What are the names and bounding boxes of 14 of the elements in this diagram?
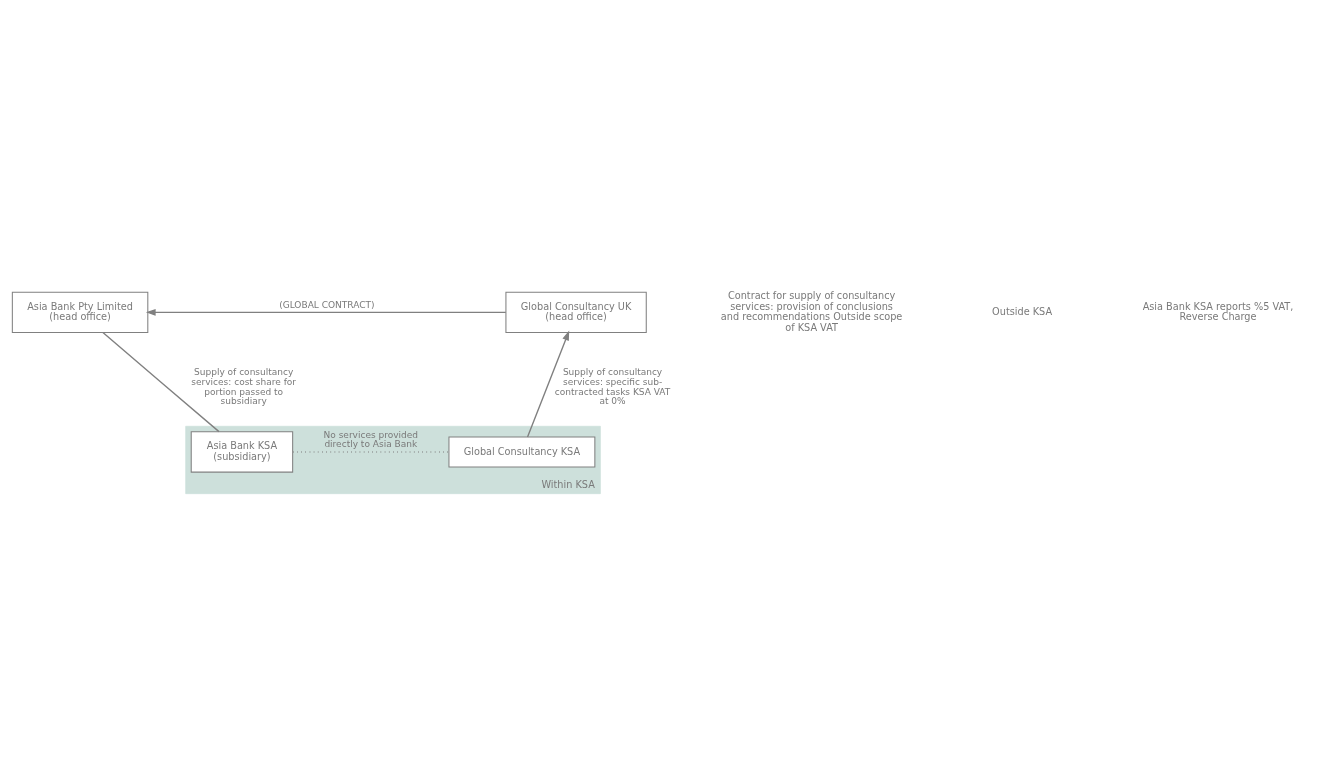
node-box: Asia Bank Pty Limited (head office) xyxy=(11,291,149,333)
node-box: Global Consultancy KSA xyxy=(448,436,596,468)
edge-label: Supply of consultancy services: specific sub-contracted tasks KSA VAT at 0% xyxy=(554,367,671,407)
edge-label: Supply of consultancy services: cost share for portion passed to subsidiary xyxy=(191,367,297,407)
arrow xyxy=(145,308,507,316)
edge-label: No services provided directly to Asia Bank xyxy=(323,429,419,450)
node-box: Global Consultancy UK (head office) xyxy=(505,291,647,333)
label: Contract for supply of consultancy services: provision of conclusions and recommendations Outside scope of KSA VAT xyxy=(720,290,903,333)
edge-label: (GLOBAL CONTRACT) xyxy=(279,299,375,310)
label: Outside KSA xyxy=(992,305,1053,317)
connector xyxy=(102,331,220,433)
arrow xyxy=(526,330,570,438)
label: Asia Bank KSA reports %5 VAT, Reverse Charge xyxy=(1142,300,1294,323)
node-box: Asia Bank KSA (subsidiary) xyxy=(190,431,294,473)
